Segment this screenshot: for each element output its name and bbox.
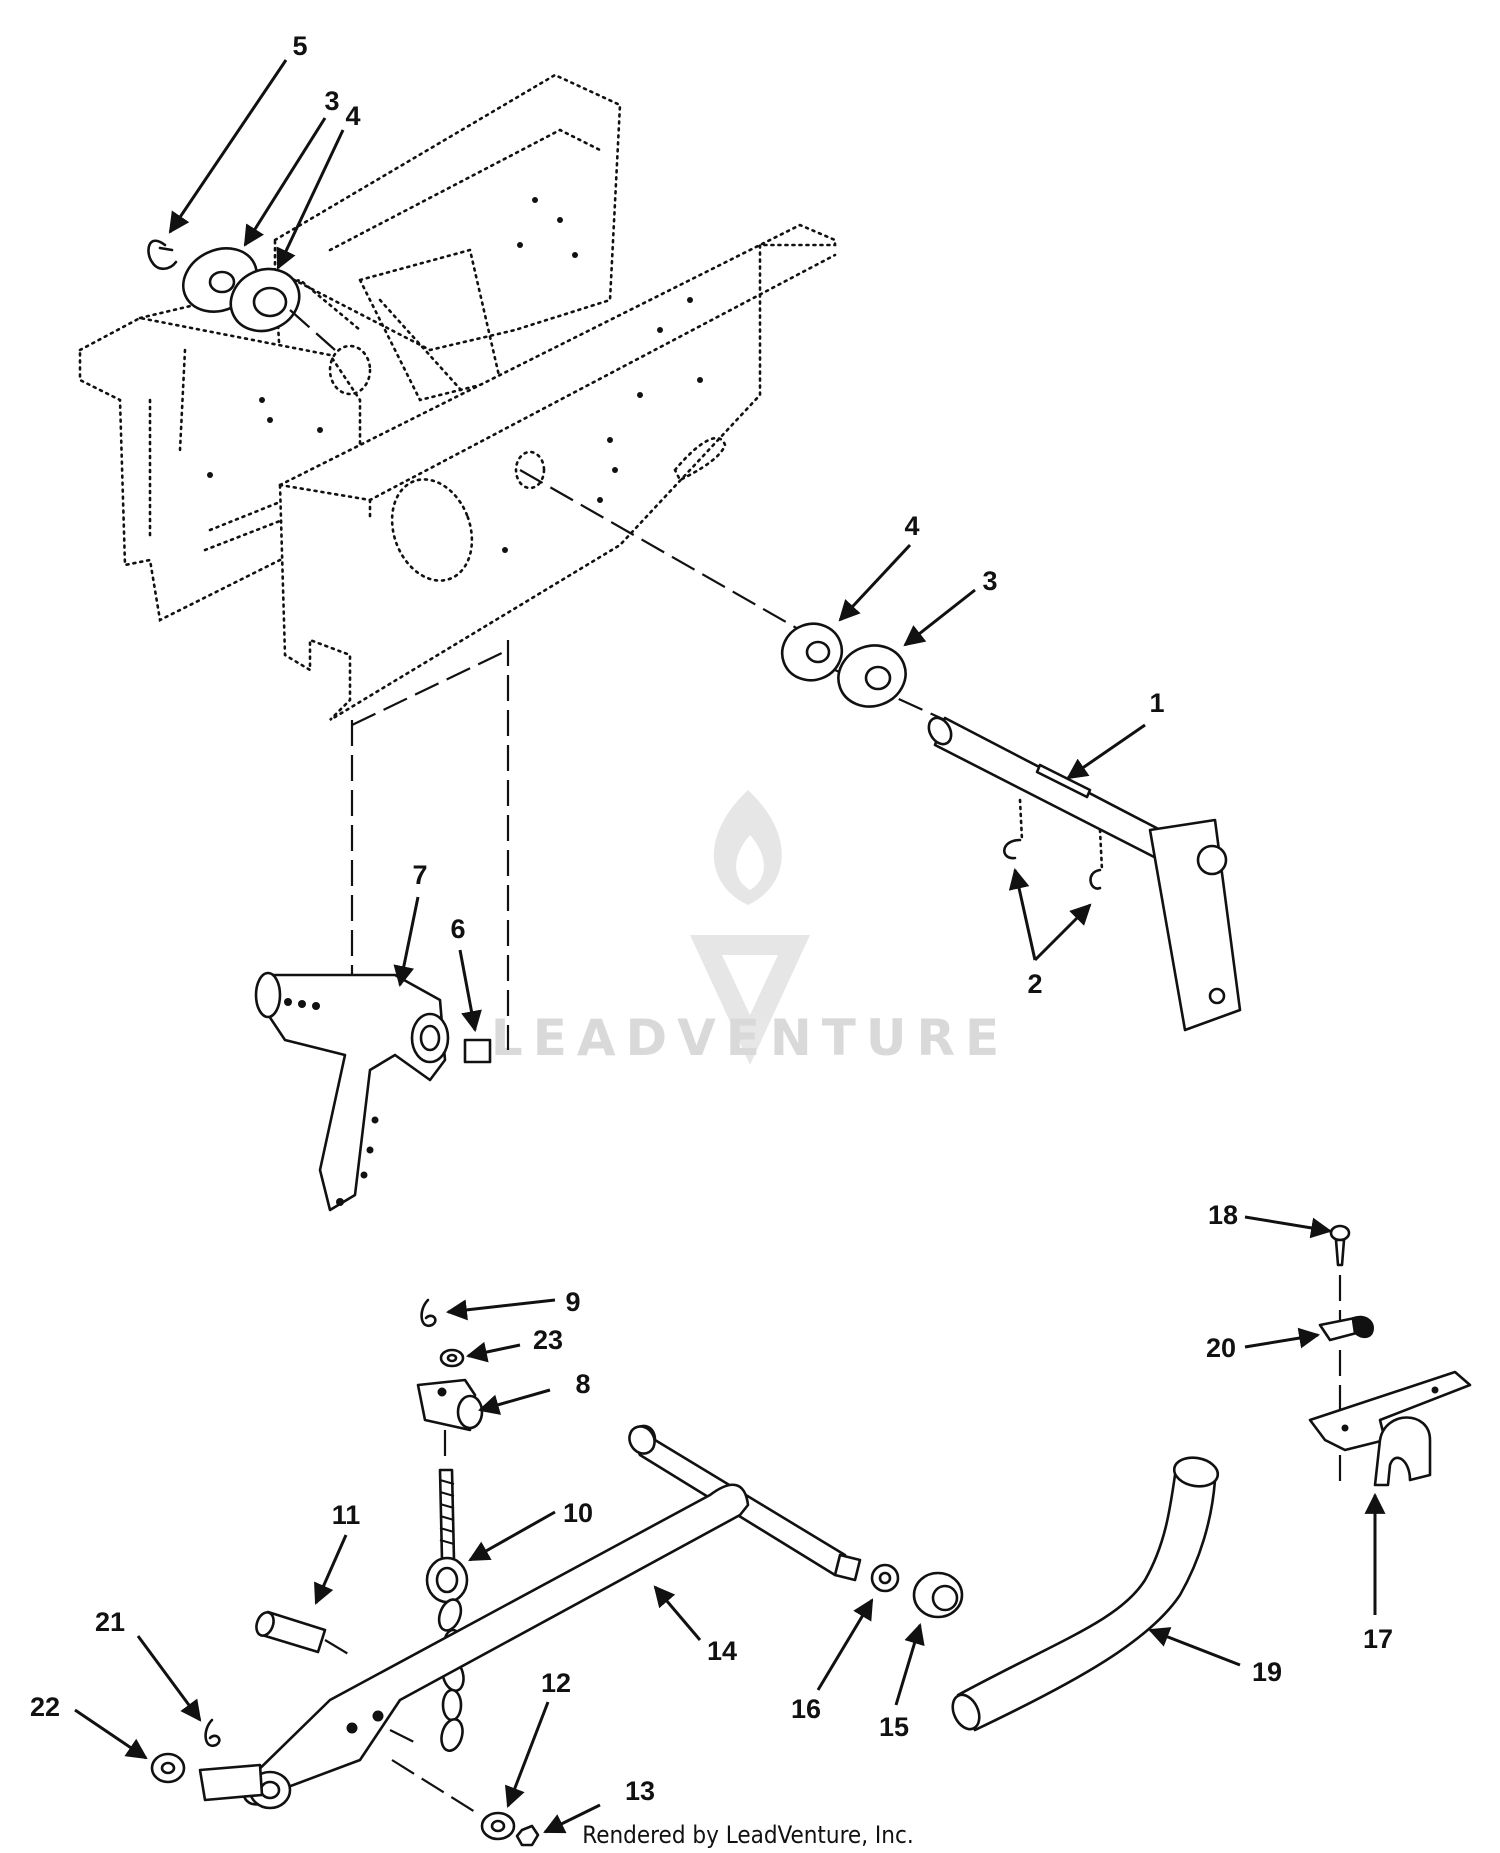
lift-link-14 — [241, 1424, 862, 1810]
callout-3: 3 — [982, 566, 997, 596]
pivot-pin — [198, 1763, 264, 1802]
washer-23 — [439, 1348, 465, 1368]
callout-11: 11 — [332, 1500, 361, 1530]
callout-2: 2 — [1027, 969, 1042, 999]
callout-17: 17 — [1363, 1624, 1393, 1654]
nut-13 — [515, 1824, 540, 1847]
callout-13: 13 — [625, 1776, 655, 1806]
lift-arm-7 — [254, 971, 450, 1212]
callout-14: 14 — [707, 1636, 737, 1666]
callout-4: 4 — [904, 511, 919, 541]
callout-4: 4 — [345, 101, 360, 131]
clamp-20 — [1318, 1315, 1374, 1342]
bushing-15 — [912, 1571, 964, 1619]
callout-8: 8 — [575, 1369, 590, 1399]
render-credit: Rendered by LeadVenture, Inc. — [582, 1821, 913, 1849]
callout-5: 5 — [292, 31, 307, 61]
e-ring-5 — [147, 239, 178, 271]
hairpin-clips-2 — [1003, 798, 1104, 890]
eyebolt-chain-10 — [425, 1468, 469, 1752]
bushing-4-mid — [780, 622, 844, 682]
watermark-text: LEADVENTURE — [491, 1009, 1009, 1067]
bushing-4-top — [229, 267, 301, 333]
callout-18: 18 — [1208, 1200, 1238, 1230]
callout-16: 16 — [791, 1694, 821, 1724]
bolt-11 — [255, 1610, 327, 1654]
callout-7: 7 — [412, 860, 427, 890]
handle-tube-19 — [951, 1456, 1220, 1732]
callout-1: 1 — [1149, 688, 1164, 718]
callout-12: 12 — [541, 1668, 571, 1698]
frame-phantom — [78, 73, 837, 1050]
screw-18 — [1329, 1224, 1351, 1267]
washer-3-mid — [837, 644, 907, 708]
bracket-17 — [1308, 1370, 1472, 1487]
callout-21: 21 — [95, 1607, 125, 1637]
callout-6: 6 — [450, 914, 465, 944]
key-6 — [463, 1038, 492, 1064]
callout-20: 20 — [1206, 1333, 1236, 1363]
trunnion-8 — [416, 1378, 484, 1432]
callout-9: 9 — [565, 1287, 580, 1317]
callout-10: 10 — [563, 1498, 593, 1528]
callout-labels: 5 3 4 4 3 1 2 7 6 18 20 17 9 23 8 11 10 … — [30, 31, 1393, 1806]
callout-19: 19 — [1252, 1657, 1282, 1687]
hairpin-21 — [204, 1718, 221, 1748]
watermark-logo — [690, 790, 810, 1065]
callout-23: 23 — [533, 1325, 563, 1355]
washer-12 — [480, 1811, 516, 1841]
leader-lines — [74, 59, 1386, 1834]
washer-22 — [150, 1752, 186, 1784]
hairpin-9 — [420, 1298, 437, 1328]
callout-22: 22 — [30, 1692, 60, 1722]
lift-shaft-1 — [927, 716, 1242, 1032]
callout-15: 15 — [879, 1712, 909, 1742]
washer-16 — [870, 1563, 900, 1593]
callout-3: 3 — [324, 86, 339, 116]
